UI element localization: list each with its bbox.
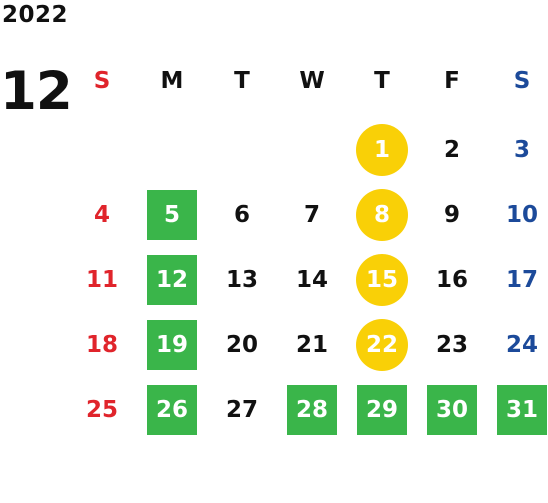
calendar-day-29[interactable]: 29 (357, 385, 407, 435)
calendar-day-18[interactable]: 18 (85, 332, 118, 358)
calendar-day-28[interactable]: 28 (287, 385, 337, 435)
calendar-day-3[interactable]: 3 (513, 137, 530, 163)
calendar-day-9[interactable]: 9 (443, 202, 460, 228)
weekday-saturday: S (513, 68, 531, 94)
calendar-day-15[interactable]: 15 (356, 254, 408, 306)
weekday-wednesday: W (299, 68, 325, 94)
calendar-day-25[interactable]: 25 (85, 397, 118, 423)
calendar-day-5[interactable]: 5 (147, 190, 197, 240)
weekday-friday: F (444, 68, 460, 94)
calendar-day-27[interactable]: 27 (225, 397, 258, 423)
calendar-day-1[interactable]: 1 (356, 124, 408, 176)
calendar-day-10[interactable]: 10 (505, 202, 538, 228)
calendar-month: 12 (0, 61, 73, 122)
calendar-day-22[interactable]: 22 (356, 319, 408, 371)
calendar-day-23[interactable]: 23 (435, 332, 468, 358)
calendar-day-19[interactable]: 19 (147, 320, 197, 370)
weekday-sunday: S (93, 68, 111, 94)
calendar-day-31[interactable]: 31 (497, 385, 547, 435)
calendar-day-6[interactable]: 6 (233, 202, 250, 228)
calendar-day-13[interactable]: 13 (225, 267, 258, 293)
calendar-day-2[interactable]: 2 (443, 137, 460, 163)
calendar-day-7[interactable]: 7 (303, 202, 320, 228)
calendar-day-8[interactable]: 8 (356, 189, 408, 241)
weekday-monday: M (160, 68, 184, 94)
calendar-day-21[interactable]: 21 (295, 332, 328, 358)
calendar-day-26[interactable]: 26 (147, 385, 197, 435)
calendar-day-14[interactable]: 14 (295, 267, 328, 293)
calendar-day-20[interactable]: 20 (225, 332, 258, 358)
weekday-tuesday: T (234, 68, 250, 94)
weekday-thursday: T (374, 68, 390, 94)
calendar-day-11[interactable]: 11 (85, 267, 118, 293)
calendar-year: 2022 (2, 2, 69, 28)
calendar-day-16[interactable]: 16 (435, 267, 468, 293)
calendar-day-4[interactable]: 4 (93, 202, 110, 228)
calendar-day-30[interactable]: 30 (427, 385, 477, 435)
weekday-header-row: S M T W T F S (0, 64, 548, 98)
calendar-day-17[interactable]: 17 (505, 267, 538, 293)
calendar-day-24[interactable]: 24 (505, 332, 538, 358)
calendar-day-12[interactable]: 12 (147, 255, 197, 305)
